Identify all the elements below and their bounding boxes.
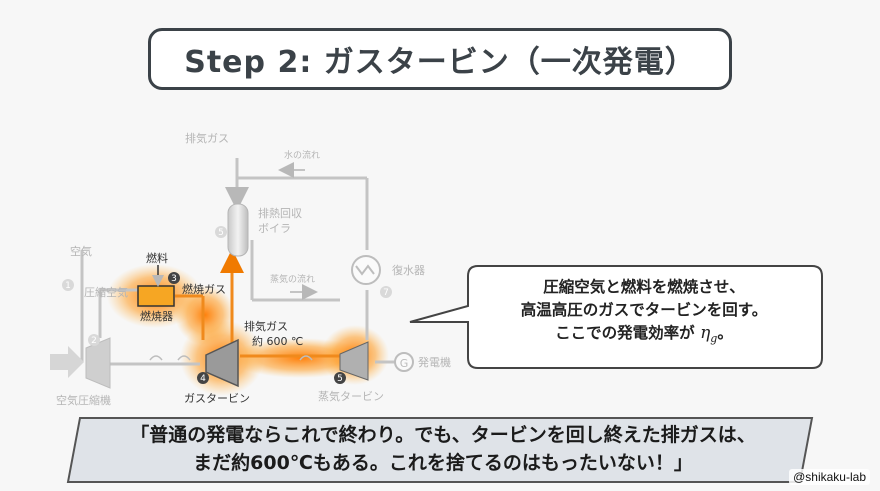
generator-symbol-label: G bbox=[400, 357, 409, 370]
bubble-line-3-end: 。 bbox=[717, 324, 733, 342]
label-fuel: 燃料 bbox=[146, 251, 168, 265]
efficiency-symbol: η bbox=[700, 323, 711, 343]
compressor-shape bbox=[85, 337, 111, 389]
quote-line-1: 「普通の発電ならこれで終わり。でも、タービンを回し終えた排ガスは、 bbox=[130, 424, 756, 446]
marker-5-boiler: 5 bbox=[218, 228, 224, 238]
bubble-line-1: 圧縮空気と燃料を燃焼させ、 bbox=[543, 278, 745, 296]
hrsg-boiler bbox=[227, 203, 249, 257]
label-hrsg-1: 排熱回収 bbox=[258, 206, 302, 220]
air-inlet-arrow bbox=[50, 346, 84, 378]
label-exhaust-temp-1: 排気ガス bbox=[244, 319, 288, 333]
label-gas-turbine: ガスタービン bbox=[184, 392, 250, 405]
steam-turbine-shape bbox=[339, 341, 369, 381]
marker-2: 2 bbox=[91, 336, 97, 346]
marker-7: 7 bbox=[383, 288, 389, 298]
label-combustion-gas: 燃焼ガス bbox=[182, 282, 226, 296]
slide-title: Step 2: ガスタービン（一次発電） bbox=[148, 28, 732, 90]
label-steam-turbine: 蒸気タービン bbox=[318, 389, 384, 403]
gas-turbine-shape bbox=[205, 338, 239, 388]
bubble-line-3-text: ここでの発電効率が bbox=[555, 324, 695, 342]
label-hrsg-2: ボイラ bbox=[258, 222, 291, 235]
credit-watermark: @shikaku-lab bbox=[789, 469, 870, 485]
marker-4: 4 bbox=[200, 374, 206, 384]
label-generator: 発電機 bbox=[418, 355, 451, 369]
marker-5-steam: 5 bbox=[337, 374, 343, 384]
marker-3: 3 bbox=[171, 274, 177, 284]
label-compressed-air: 圧縮空気 bbox=[84, 285, 128, 299]
speech-bubble bbox=[409, 265, 823, 369]
efficiency-subscript: g bbox=[710, 332, 718, 346]
combustor-box bbox=[137, 285, 175, 307]
bubble-line-3: ここでの発電効率が ηg。 bbox=[474, 322, 814, 350]
bubble-text: 圧縮空気と燃料を燃焼させ、 高温高圧のガスでタービンを回す。 ここでの発電効率が… bbox=[474, 276, 814, 350]
quote-text: 「普通の発電ならこれで終わり。でも、タービンを回し終えた排ガスは、 まだ約600… bbox=[72, 415, 814, 483]
quote-line-2: まだ約600℃もある。これを捨てるのはもったいない！」 bbox=[193, 452, 693, 474]
bubble-line-2: 高温高圧のガスでタービンを回す。 bbox=[520, 301, 768, 319]
marker-1: 1 bbox=[65, 281, 71, 291]
label-combustor: 燃焼器 bbox=[140, 309, 173, 323]
label-compressor: 空気圧縮機 bbox=[56, 393, 111, 407]
label-exhaust-gas: 排気ガス bbox=[185, 131, 229, 145]
label-condenser: 復水器 bbox=[392, 264, 425, 277]
label-air: 空気 bbox=[70, 244, 92, 258]
generator-symbol bbox=[394, 352, 414, 372]
label-steam-flow: 蒸気の流れ bbox=[270, 273, 315, 285]
label-exhaust-temp-2: 約 600 ℃ bbox=[252, 334, 303, 348]
label-water-flow: 水の流れ bbox=[284, 149, 320, 161]
